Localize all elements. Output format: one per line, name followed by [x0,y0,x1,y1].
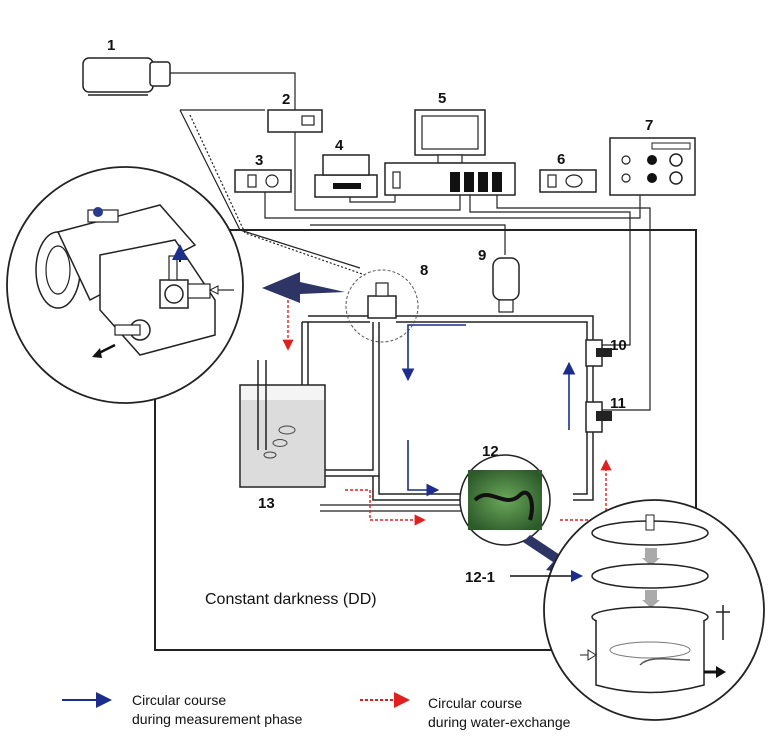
legend-exchange-line1: Circular course [428,695,522,711]
legend-measurement-line2: during measurement phase [132,711,303,727]
detail-arrow-left [262,272,345,303]
solenoid-valve-11-icon [585,401,612,433]
computer-icon [384,109,516,196]
label-3: 3 [255,152,263,169]
label-2: 2 [282,91,290,108]
legend-exchange-line2: during water-exchange [428,714,571,730]
pump-icon [492,257,520,313]
label-7: 7 [645,117,653,134]
camera-icon [82,57,171,96]
chamber-label: Constant darkness (DD) [205,591,377,608]
label-12-1: 12-1 [465,569,495,586]
label-13: 13 [258,495,275,512]
label-5: 5 [438,90,446,107]
device-box-3-icon [234,169,292,193]
label-10: 10 [610,337,627,354]
label-8: 8 [420,262,428,279]
label-6: 6 [557,151,565,168]
control-wires [170,72,651,411]
worm-photo [459,454,551,546]
controller-box-icon [267,109,323,133]
three-way-valve-icon [345,269,419,343]
solenoid-valve-10-icon [585,339,612,367]
valve-controller-icon [609,137,696,196]
water-reservoir-icon [239,360,326,488]
valve-detail-inset [6,166,244,404]
device-box-4-icon [314,154,378,198]
label-9: 9 [478,247,486,264]
label-4: 4 [335,137,344,154]
label-1: 1 [107,37,115,54]
measurement-arrows [401,324,576,497]
legend-measurement-line1: Circular course [132,692,226,708]
water-exchange-arrows [282,300,612,526]
darkness-chamber [154,229,697,651]
device-box-6-icon [539,169,597,193]
label-11: 11 [610,395,626,412]
pipe-loop [301,315,594,512]
legend: Circular course during measurement phase… [62,692,571,730]
chamber-detail-inset [543,499,765,721]
